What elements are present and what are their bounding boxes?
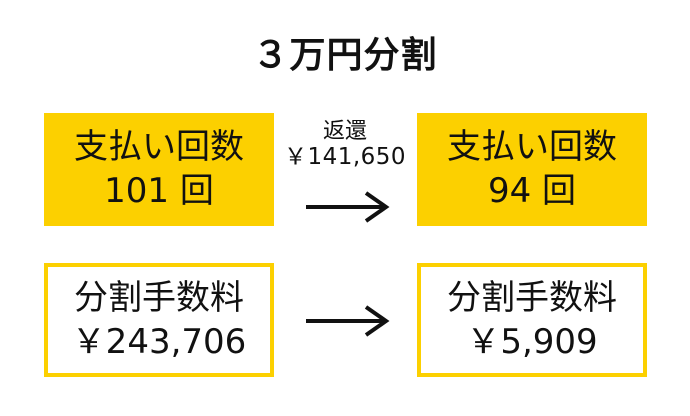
before-installments-box: 支払い回数 101 回	[44, 113, 274, 226]
after-installments-label: 支払い回数	[447, 127, 617, 168]
before-installments-value: 101 回	[104, 171, 214, 211]
before-installments-label: 支払い回数	[74, 127, 244, 168]
page-title: ３万円分割	[252, 35, 438, 76]
right-arrow-icon	[306, 305, 390, 337]
after-installments-value: 94 回	[487, 171, 577, 211]
refund-amount: ￥141,650	[283, 144, 407, 171]
right-arrow-icon	[306, 191, 390, 223]
after-installments-box: 支払い回数 94 回	[417, 113, 647, 226]
before-fee-label: 分割手数料	[74, 277, 244, 318]
refund-info: 返還 ￥141,650	[270, 119, 420, 171]
refund-label: 返還	[322, 119, 367, 144]
after-fee-value: ￥5,909	[466, 321, 598, 362]
after-fee-label: 分割手数料	[447, 277, 617, 318]
after-fee-box: 分割手数料 ￥5,909	[417, 263, 647, 377]
before-fee-box: 分割手数料 ￥243,706	[44, 263, 274, 377]
before-fee-value: ￥243,706	[71, 321, 247, 362]
